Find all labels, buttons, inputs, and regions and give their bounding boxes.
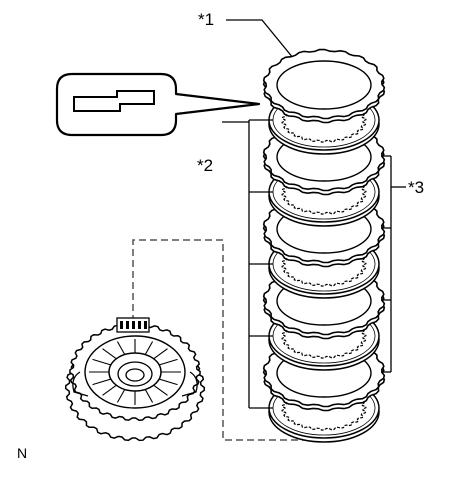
orientation-mark: N	[17, 445, 27, 461]
connector-pin	[138, 321, 141, 329]
connector-pin	[126, 321, 129, 329]
callout-label-2: *2	[197, 156, 213, 175]
flange-profile-icon	[55, 72, 261, 137]
leader-line-1	[226, 19, 299, 65]
plate-bore	[276, 60, 372, 110]
clutch-pack	[262, 48, 386, 443]
clutch-plate	[262, 48, 386, 124]
plate-group-bracket	[381, 155, 406, 373]
callout-label-3: *3	[408, 178, 424, 197]
hub-bore	[125, 368, 145, 382]
connector-pin	[144, 321, 147, 329]
disc-group-bracket	[222, 119, 273, 409]
connector-pin	[120, 321, 123, 329]
drum-tab	[181, 371, 198, 397]
drum-tab	[72, 371, 89, 397]
callout-label-1: *1	[198, 10, 214, 29]
connector-pin	[132, 321, 135, 329]
clutch-drum-icon	[64, 317, 206, 442]
